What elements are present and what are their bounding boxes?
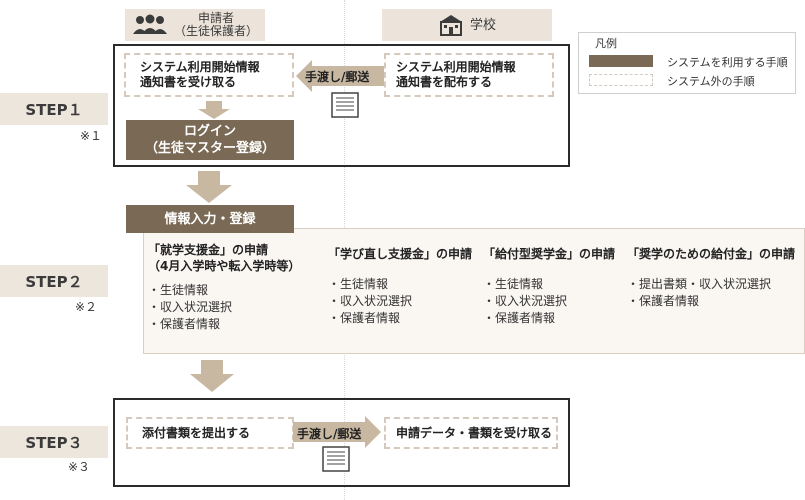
login-text: ログイン （生徒マスター登録） (144, 124, 275, 156)
applicant-header: 申請者 （生徒保護者） (125, 9, 265, 41)
step3-label: STEP３ (0, 426, 108, 458)
school-label: 学校 (469, 17, 496, 33)
column-items: 提出書類・収入状況選択 保護者情報 (627, 276, 803, 310)
down-arrow-small (198, 101, 230, 119)
step2-note: ※２ (75, 300, 98, 314)
handover-arrow-right (293, 416, 381, 448)
legend: 凡例 システムを利用する手順 システム外の手順 (578, 32, 796, 94)
people-icon (132, 14, 167, 34)
receive-notice-text: システム利用開始情報 通知書を受け取る (140, 60, 260, 89)
handover-arrow-left (296, 60, 384, 92)
legend-system-swatch (589, 55, 653, 67)
column-title: 「奨学のための給付金」の申請 (627, 247, 796, 261)
distribute-notice-text: システム利用開始情報 通知書を配布する (396, 60, 516, 89)
column-kyufu: 「給付型奨学金」の申請 生徒情報 収入状況選択 保護者情報 (483, 246, 623, 327)
legend-outside-swatch (589, 74, 653, 86)
column-title: 「学び直し支援金」の申請 (328, 247, 473, 261)
down-arrow-1 (186, 171, 232, 203)
info-entry-text: 情報入力・登録 (164, 211, 256, 227)
column-shogaku: 「奨学のための給付金」の申請 提出書類・収入状況選択 保護者情報 (627, 246, 803, 310)
submit-docs-text: 添付書類を提出する (142, 425, 251, 440)
step1-frame (113, 44, 570, 167)
distribute-notice-box: システム利用開始情報 通知書を配布する (384, 53, 554, 97)
list-item: 保護者情報 (627, 293, 803, 310)
column-items: 生徒情報 収入状況選択 保護者情報 (148, 282, 326, 333)
step3-frame (113, 398, 570, 487)
document-icon (331, 92, 359, 118)
list-item: 提出書類・収入状況選択 (627, 276, 803, 293)
step3-note: ※３ (68, 460, 91, 474)
list-item: 保護者情報 (483, 310, 623, 327)
legend-title: 凡例 (595, 37, 617, 50)
legend-outside-label: システム外の手順 (667, 75, 755, 88)
list-item: 生徒情報 (483, 276, 623, 293)
login-box: ログイン （生徒マスター登録） (126, 120, 294, 160)
info-entry-header: 情報入力・登録 (126, 205, 294, 233)
document-icon (322, 446, 350, 472)
receive-notice-box: システム利用開始情報 通知書を受け取る (124, 53, 294, 97)
step1-label: STEP１ (0, 93, 108, 125)
step3-handover-label: 手渡し/郵送 (297, 427, 362, 441)
column-manabinaoshi: 「学び直し支援金」の申請 生徒情報 収入状況選択 保護者情報 (328, 246, 480, 327)
list-item: 保護者情報 (328, 310, 480, 327)
step2-label: STEP２ (0, 265, 108, 297)
column-title: 「給付型奨学金」の申請 (483, 247, 616, 261)
receive-docs-text: 申請データ・書類を受け取る (396, 425, 553, 440)
step1-handover-label: 手渡し/郵送 (305, 70, 370, 84)
list-item: 収入状況選択 (483, 293, 623, 310)
list-item: 収入状況選択 (148, 299, 326, 316)
school-header: 学校 (382, 9, 552, 41)
list-item: 生徒情報 (328, 276, 480, 293)
legend-system-label: システムを利用する手順 (667, 56, 788, 69)
column-items: 生徒情報 収入状況選択 保護者情報 (328, 276, 480, 327)
applicant-label: 申請者 （生徒保護者） (173, 11, 258, 38)
list-item: 保護者情報 (148, 316, 326, 333)
list-item: 収入状況選択 (328, 293, 480, 310)
receive-docs-box: 申請データ・書類を受け取る (384, 417, 558, 449)
school-icon (439, 15, 462, 36)
column-shugaku: 「就学支援金」の申請 （4月入学時や転入学時等） 生徒情報 収入状況選択 保護者… (148, 242, 326, 333)
step1-note: ※１ (80, 129, 103, 143)
submit-docs-box: 添付書類を提出する (126, 417, 294, 449)
column-items: 生徒情報 収入状況選択 保護者情報 (483, 276, 623, 327)
column-title: 「就学支援金」の申請 （4月入学時や転入学時等） (148, 243, 301, 273)
down-arrow-2 (190, 360, 234, 392)
list-item: 生徒情報 (148, 282, 326, 299)
